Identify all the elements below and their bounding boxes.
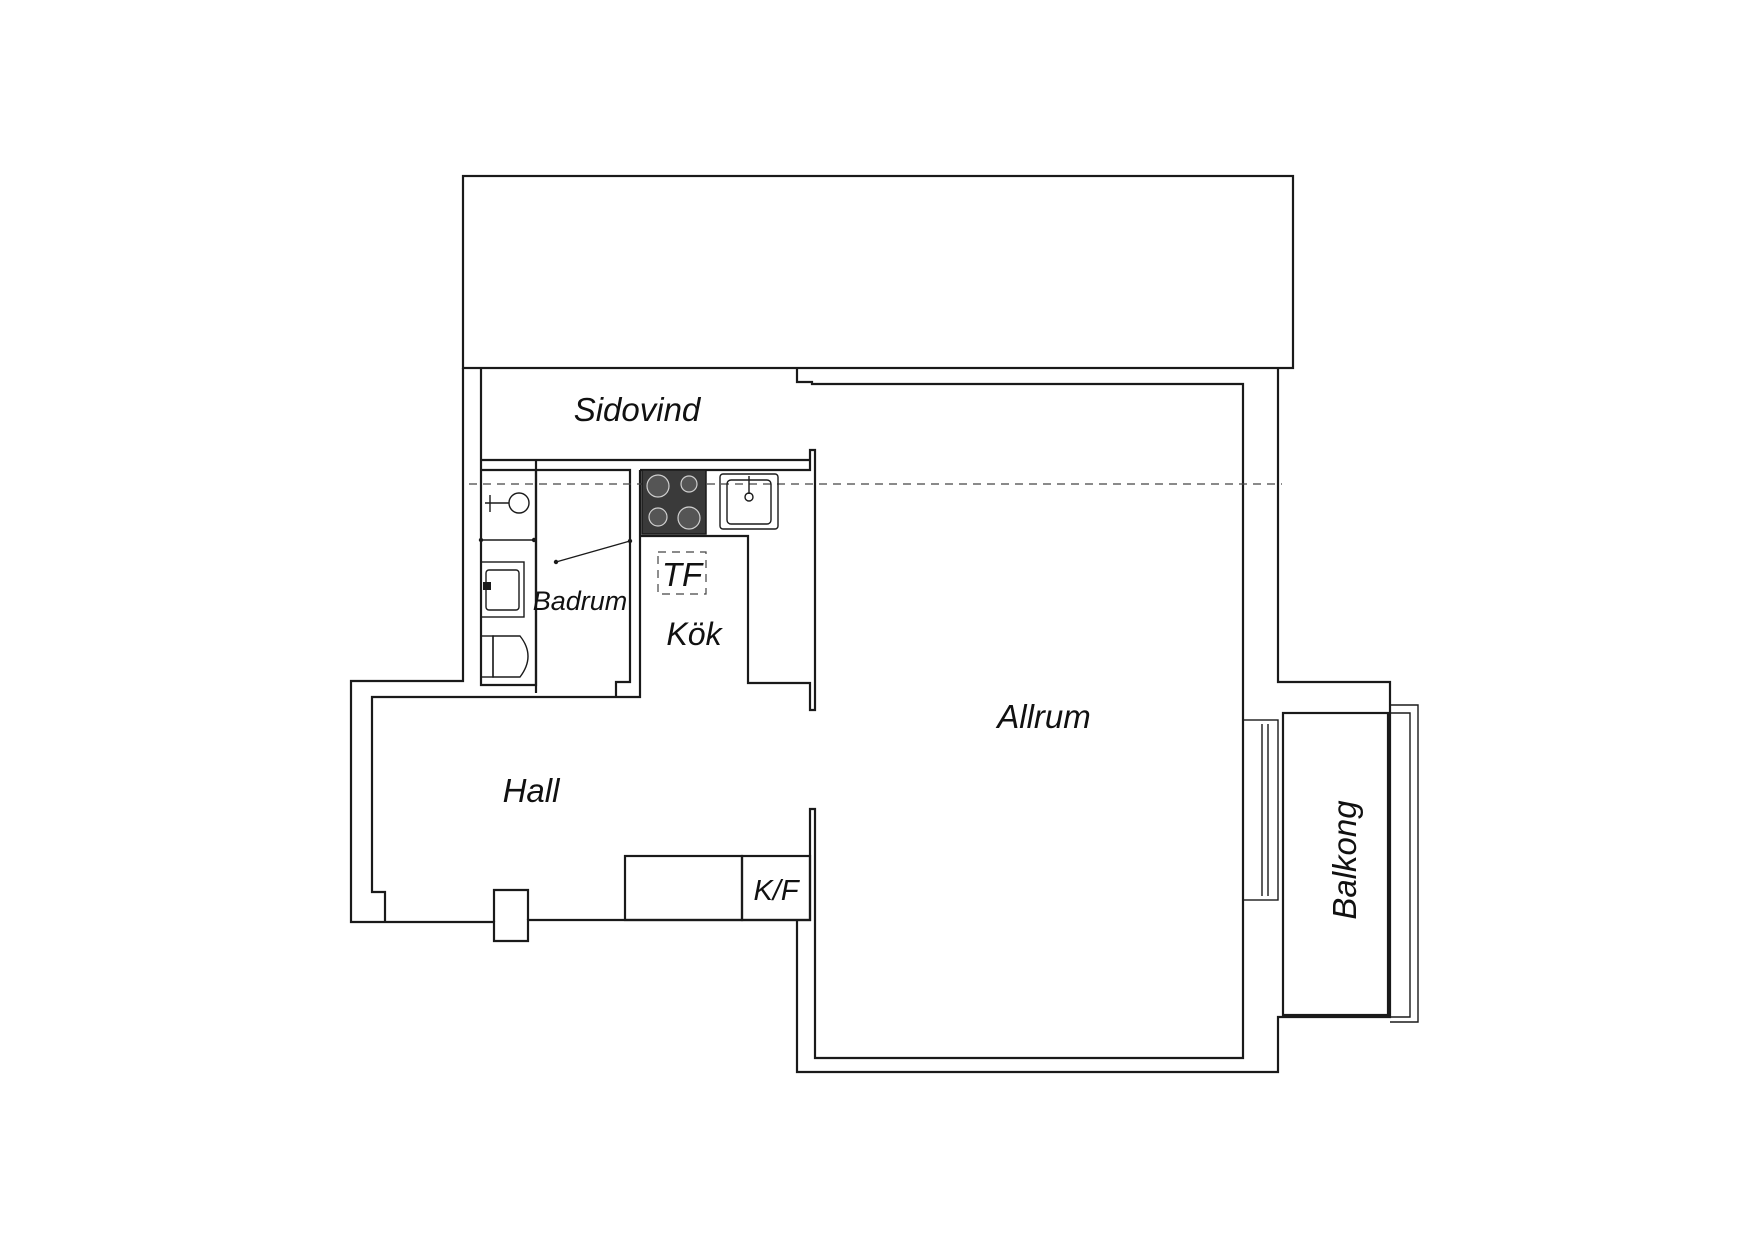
hall-bottom-wall [492,888,530,922]
attic-block [461,174,1295,370]
basin-tap-icon [483,582,491,590]
balcony [1281,711,1390,1017]
burner-icon [680,475,698,493]
curtain-ring-icon [553,559,559,565]
burner-icon [677,506,701,530]
curtain-ring-icon [478,537,484,543]
curtain-ring-icon [627,538,633,544]
room-label-kok: Kök [666,616,723,652]
burner-icon [648,507,668,527]
bathroom-walls [481,468,642,699]
toilet-bowl [492,635,529,678]
kf-cabinet [740,854,812,922]
room-label-sidovind: Sidovind [574,391,702,428]
curtain-ring-icon [531,537,537,543]
burner-icon [646,474,670,498]
wash-basin [480,561,525,618]
outer-wall [349,368,1392,1074]
tf-label: TF [662,556,704,593]
kf-label: K/F [753,875,800,907]
tf-box [657,551,707,595]
room-label-badrum: Badrum [533,586,628,616]
room-label-allrum: Allrum [995,698,1091,735]
shower-screen [555,540,631,563]
balcony-door [1242,719,1279,901]
kitchen-sink [719,473,779,530]
balcony-railing [1390,712,1411,1018]
balcony-railing-outer [1390,704,1419,1023]
room-label-hall: Hall [503,772,562,809]
room-label-balkong: Balkong [1326,800,1363,920]
kitchen-walls [640,448,817,712]
